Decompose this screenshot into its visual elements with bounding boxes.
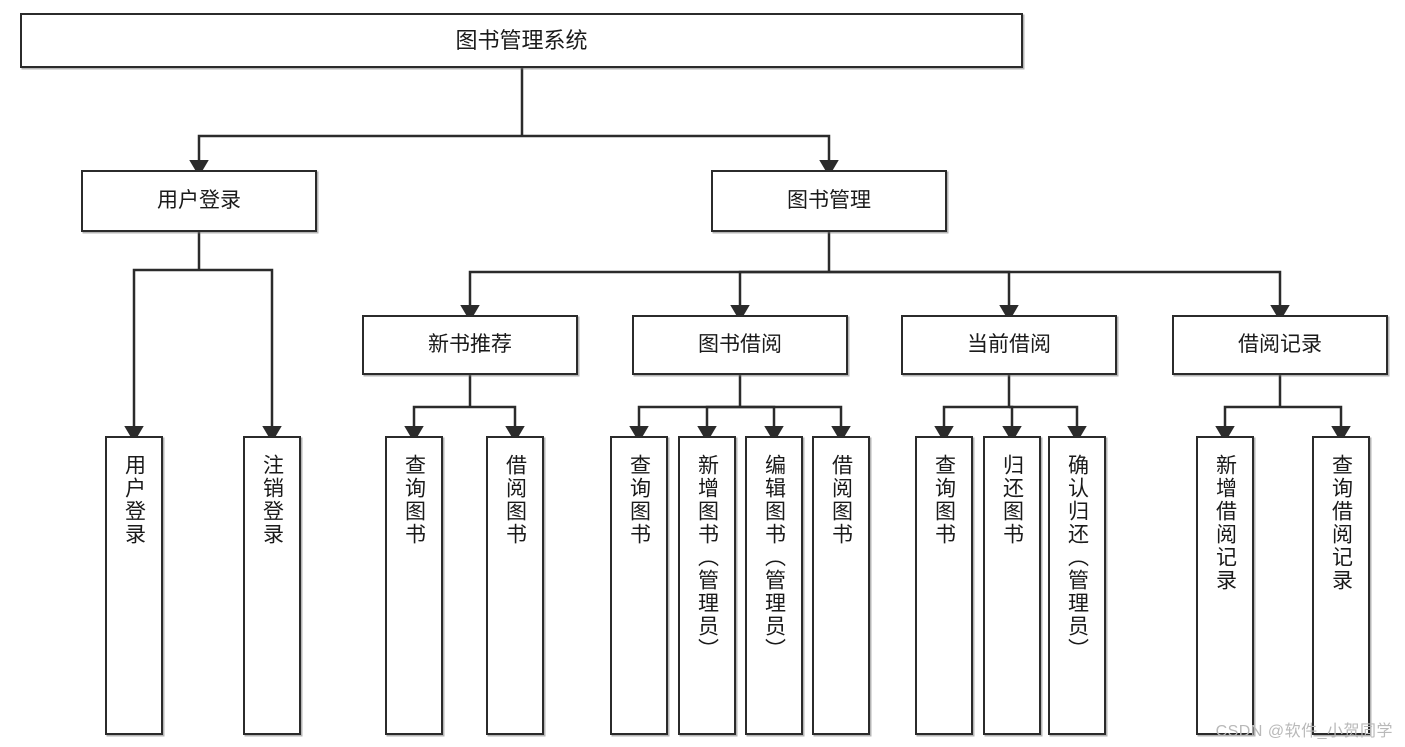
- node-leaf_cur3[interactable]: 确认归还（管理员）: [1048, 436, 1106, 735]
- node-label: 查询图书: [627, 454, 651, 546]
- edge-current-to-leaf_cur1: [934, 405, 1009, 443]
- node-label: 用户登录: [122, 454, 146, 546]
- node-current[interactable]: 当前借阅: [901, 315, 1117, 375]
- node-borrow[interactable]: 图书借阅: [632, 315, 848, 375]
- edge-bookmgmt-to-current: [829, 270, 1019, 322]
- node-leaf_new2[interactable]: 借阅图书: [486, 436, 544, 735]
- node-leaf_login2[interactable]: 注销登录: [243, 436, 301, 735]
- node-label: 新书推荐: [428, 332, 512, 356]
- edge-group: [124, 68, 1351, 443]
- node-leaf_cur2[interactable]: 归还图书: [983, 436, 1041, 735]
- node-label: 确认归还（管理员）: [1065, 454, 1089, 661]
- node-login[interactable]: 用户登录: [81, 170, 317, 232]
- edge-borrow-to-leaf_bor4: [740, 405, 851, 443]
- edge-current-to-leaf_cur2: [1002, 405, 1022, 443]
- edge-bookmgmt-to-records: [829, 270, 1290, 322]
- node-label: 借阅图书: [829, 454, 853, 546]
- node-label: 查询图书: [932, 454, 956, 546]
- node-leaf_bor3[interactable]: 编辑图书（管理员）: [745, 436, 803, 735]
- node-label: 图书管理系统: [455, 27, 588, 53]
- edge-records-to-leaf_rec1: [1215, 405, 1280, 443]
- node-bookmgmt[interactable]: 图书管理: [711, 170, 947, 232]
- node-leaf_bor4[interactable]: 借阅图书: [812, 436, 870, 735]
- node-leaf_login1[interactable]: 用户登录: [105, 436, 163, 735]
- node-label: 查询借阅记录: [1329, 454, 1353, 592]
- node-leaf_cur1[interactable]: 查询图书: [915, 436, 973, 735]
- node-label: 当前借阅: [967, 332, 1051, 356]
- edge-newbook-to-leaf_new2: [470, 405, 525, 443]
- edge-current-to-leaf_cur3: [1009, 405, 1087, 443]
- node-label: 图书借阅: [698, 332, 782, 356]
- edge-login-to-leaf_login1: [124, 268, 199, 443]
- node-records[interactable]: 借阅记录: [1172, 315, 1388, 375]
- edge-root-to-bookmgmt: [522, 134, 839, 177]
- edge-borrow-to-leaf_bor1: [629, 405, 740, 443]
- node-leaf_bor2[interactable]: 新增图书（管理员）: [678, 436, 736, 735]
- node-label: 编辑图书（管理员）: [762, 454, 786, 661]
- node-root[interactable]: 图书管理系统: [20, 13, 1023, 68]
- node-label: 借阅记录: [1238, 332, 1322, 356]
- node-leaf_new1[interactable]: 查询图书: [385, 436, 443, 735]
- node-label: 查询图书: [402, 454, 426, 546]
- node-label: 用户登录: [157, 188, 241, 212]
- node-newbook[interactable]: 新书推荐: [362, 315, 578, 375]
- node-label: 新增图书（管理员）: [695, 454, 719, 661]
- edge-newbook-to-leaf_new1: [404, 405, 470, 443]
- edge-bookmgmt-to-borrow: [730, 270, 829, 322]
- edge-root-to-login: [189, 134, 522, 177]
- node-leaf_bor1[interactable]: 查询图书: [610, 436, 668, 735]
- node-label: 注销登录: [260, 454, 284, 546]
- edge-login-to-leaf_login2: [199, 268, 282, 443]
- node-label: 图书管理: [787, 188, 871, 212]
- node-label: 归还图书: [1000, 454, 1024, 546]
- edge-borrow-to-leaf_bor2: [697, 405, 740, 443]
- edge-bookmgmt-to-newbook: [460, 270, 829, 322]
- node-label: 借阅图书: [503, 454, 527, 546]
- node-leaf_rec1[interactable]: 新增借阅记录: [1196, 436, 1254, 735]
- edge-borrow-to-leaf_bor3: [740, 405, 784, 443]
- node-label: 新增借阅记录: [1213, 454, 1237, 592]
- node-leaf_rec2[interactable]: 查询借阅记录: [1312, 436, 1370, 735]
- edge-records-to-leaf_rec2: [1280, 405, 1351, 443]
